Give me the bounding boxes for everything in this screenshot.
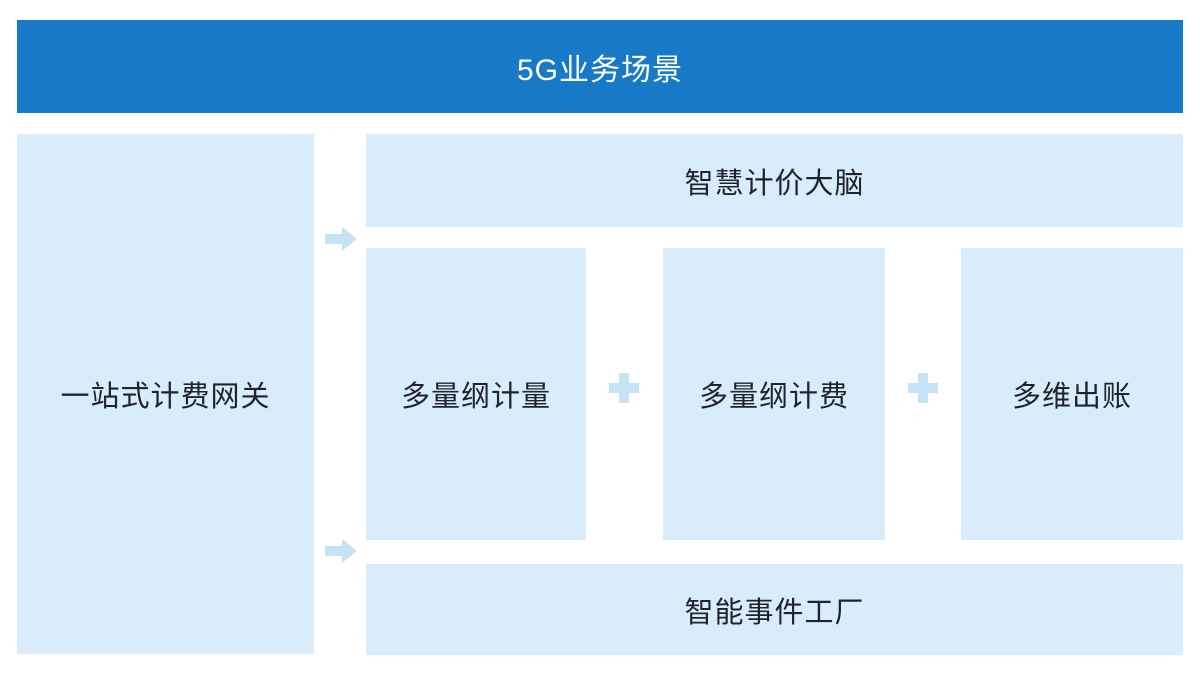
billing-box: 多维出账 — [961, 248, 1183, 540]
arrow-right-icon — [325, 539, 357, 563]
event-factory-box: 智能事件工厂 — [366, 564, 1183, 655]
metering-label: 多量纲计量 — [400, 381, 551, 413]
event-factory-label: 智能事件工厂 — [684, 596, 865, 629]
charging-box: 多量纲计费 — [663, 248, 885, 540]
gateway-box: 一站式计费网关 — [17, 134, 314, 654]
plus-icon — [609, 373, 639, 403]
plus-icon — [908, 373, 938, 403]
arrow-right-icon — [325, 227, 357, 251]
gateway-label: 一站式计费网关 — [60, 381, 271, 413]
charging-label: 多量纲计费 — [698, 381, 849, 413]
header-banner: 5G业务场景 — [17, 20, 1183, 113]
header-title: 5G业务场景 — [516, 53, 684, 87]
pricing-brain-box: 智慧计价大脑 — [366, 134, 1183, 227]
pricing-brain-label: 智慧计价大脑 — [684, 167, 865, 200]
billing-label: 多维出账 — [1011, 381, 1132, 413]
metering-box: 多量纲计量 — [366, 248, 586, 540]
